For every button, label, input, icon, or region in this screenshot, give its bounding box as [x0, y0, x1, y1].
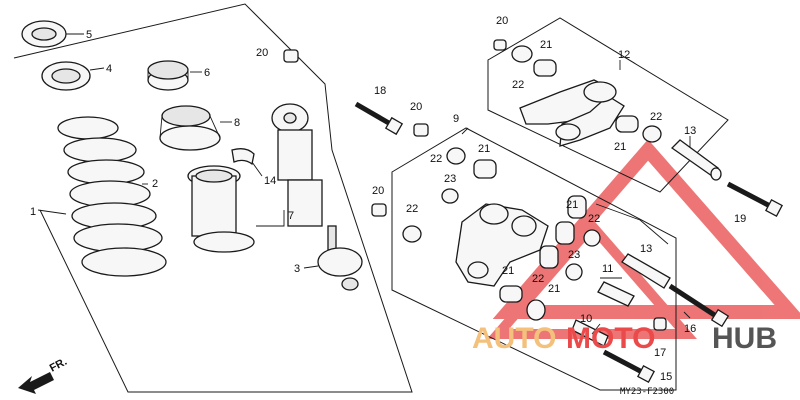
- nut-20-right: [493, 39, 507, 51]
- cushion-arm: [455, 203, 549, 287]
- callout-6: 6: [204, 67, 210, 79]
- stopper-clip: [231, 148, 255, 166]
- callout-3: 3: [294, 263, 300, 275]
- callout-22-d: 22: [406, 203, 418, 215]
- frame-shock-assembly: [13, 3, 413, 393]
- callout-19: 19: [734, 213, 746, 225]
- seal-22-a: [446, 147, 466, 165]
- stopper-collar: [159, 105, 221, 151]
- link-arm: [519, 79, 625, 147]
- bushing-21-a: [473, 159, 497, 179]
- front-direction-label: FR.: [48, 356, 69, 375]
- callout-labels: 1 2 3 4 5 6 7 8 9 10 11 12 13 13 14 15 1…: [30, 15, 746, 383]
- collar-10: [571, 319, 609, 347]
- callout-18: 18: [374, 85, 386, 97]
- callout-23-a: 23: [444, 173, 456, 185]
- callout-14: 14: [264, 175, 276, 187]
- collar-13-bottom: [621, 253, 671, 289]
- callout-23-b: 23: [568, 249, 580, 261]
- callout-22-c: 22: [430, 153, 442, 165]
- callout-11: 11: [602, 263, 613, 275]
- callout-15: 15: [660, 371, 672, 383]
- nut-17: [653, 317, 667, 331]
- seal-22-b: [402, 225, 422, 243]
- bushing-21-e: [499, 285, 523, 303]
- bolt-16: [668, 283, 730, 328]
- callout-20-c: 20: [372, 185, 384, 197]
- bushing-21-b: [567, 195, 587, 219]
- frame-cushion-arm: [391, 127, 677, 391]
- collar-13-top: [670, 139, 722, 181]
- leader-lines: [461, 60, 691, 335]
- callout-16: 16: [684, 323, 696, 335]
- bushing-21-right: [615, 115, 639, 133]
- front-direction-arrow: [18, 372, 54, 394]
- bolt-15: [602, 349, 655, 383]
- diagram-code: MY23-F2300: [620, 387, 674, 397]
- collar-11: [597, 281, 635, 307]
- callout-20-d: 20: [496, 15, 508, 27]
- callout-21-c: 21: [478, 143, 490, 155]
- nut-20-mid: [413, 123, 429, 137]
- callout-22-a: 22: [512, 79, 524, 91]
- bushing-21-top: [533, 59, 557, 77]
- callout-20-b: 20: [410, 101, 422, 113]
- callout-17: 17: [654, 347, 666, 359]
- callout-20-a: 20: [256, 47, 268, 59]
- callout-21-a: 21: [540, 39, 552, 51]
- callout-8: 8: [234, 117, 240, 129]
- shock-spring: [57, 116, 167, 277]
- callout-10: 10: [580, 313, 592, 325]
- nut-20-top: [283, 49, 299, 63]
- callout-5: 5: [86, 29, 92, 41]
- bolt-19: [726, 181, 783, 217]
- callout-21-f: 21: [548, 283, 560, 295]
- callout-21-e: 21: [502, 265, 514, 277]
- seal-23-b: [565, 263, 583, 281]
- callout-2: 2: [152, 178, 158, 190]
- callout-21-d: 21: [566, 199, 578, 211]
- watermark-text-hub: HUB: [712, 322, 777, 355]
- seal-22-d: [526, 299, 546, 321]
- shock-damper: [271, 103, 363, 291]
- bolt-18: [354, 101, 404, 136]
- callout-7: 7: [288, 210, 294, 222]
- nut-20-low: [371, 203, 387, 217]
- seal-23-a: [441, 188, 459, 204]
- callout-13-bottom: 13: [640, 243, 652, 255]
- callout-22-e: 22: [588, 213, 600, 225]
- watermark-text-moto: MOTO: [566, 322, 655, 355]
- callout-9: 9: [453, 113, 459, 125]
- seal-22-c: [583, 229, 601, 247]
- callout-1: 1: [30, 206, 36, 218]
- watermark-text-auto: AUTO: [472, 322, 556, 355]
- seal-22-top: [511, 45, 533, 63]
- callout-21-b: 21: [614, 141, 626, 153]
- lock-nut: [21, 20, 67, 48]
- adjuster-ring: [41, 61, 91, 91]
- dust-boot: [187, 165, 255, 253]
- callout-12: 12: [618, 49, 630, 61]
- bushing-21-d: [539, 245, 559, 269]
- callout-22-b: 22: [650, 111, 662, 123]
- callout-22-f: 22: [532, 273, 544, 285]
- callout-4: 4: [106, 63, 112, 75]
- spring-seat: [147, 60, 189, 91]
- bushing-21-c: [555, 221, 575, 245]
- callout-13-top: 13: [684, 125, 696, 137]
- seal-22-right: [642, 125, 662, 143]
